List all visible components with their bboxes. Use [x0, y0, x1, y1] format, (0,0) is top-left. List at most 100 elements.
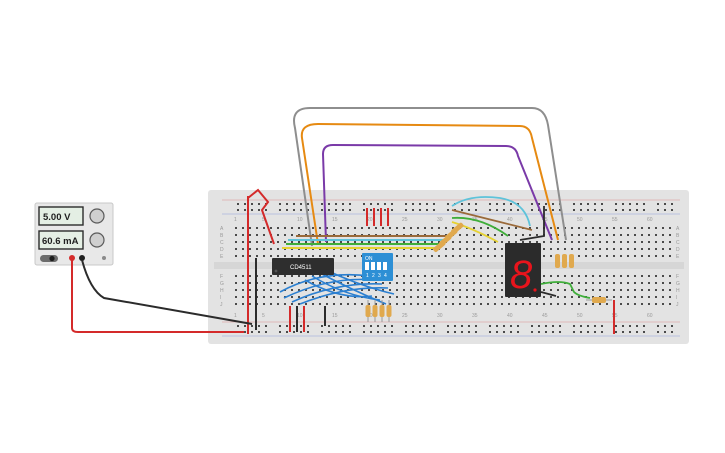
breadboard-hole[interactable] — [557, 248, 559, 250]
breadboard-hole[interactable] — [377, 209, 379, 211]
breadboard-hole[interactable] — [370, 325, 372, 327]
breadboard-hole[interactable] — [426, 325, 428, 327]
breadboard-hole[interactable] — [459, 303, 461, 305]
breadboard-hole[interactable] — [487, 248, 489, 250]
terminal-ground[interactable] — [102, 256, 106, 260]
breadboard-hole[interactable] — [606, 275, 608, 277]
breadboard-hole[interactable] — [473, 282, 475, 284]
breadboard-hole[interactable] — [620, 282, 622, 284]
breadboard-hole[interactable] — [620, 289, 622, 291]
breadboard-hole[interactable] — [468, 209, 470, 211]
breadboard-hole[interactable] — [641, 275, 643, 277]
breadboard-hole[interactable] — [242, 241, 244, 243]
breadboard-hole[interactable] — [571, 234, 573, 236]
breadboard-hole[interactable] — [284, 303, 286, 305]
breadboard-hole[interactable] — [585, 289, 587, 291]
breadboard-hole[interactable] — [235, 234, 237, 236]
breadboard-hole[interactable] — [496, 331, 498, 333]
breadboard-hole[interactable] — [559, 209, 561, 211]
breadboard-hole[interactable] — [284, 275, 286, 277]
breadboard-hole[interactable] — [571, 227, 573, 229]
breadboard-hole[interactable] — [433, 331, 435, 333]
breadboard-hole[interactable] — [235, 303, 237, 305]
breadboard-hole[interactable] — [473, 241, 475, 243]
breadboard-hole[interactable] — [461, 203, 463, 205]
breadboard-hole[interactable] — [382, 296, 384, 298]
breadboard-hole[interactable] — [256, 241, 258, 243]
breadboard-hole[interactable] — [494, 303, 496, 305]
breadboard-hole[interactable] — [249, 241, 251, 243]
breadboard-hole[interactable] — [326, 227, 328, 229]
breadboard-hole[interactable] — [452, 241, 454, 243]
breadboard-hole[interactable] — [487, 282, 489, 284]
breadboard-hole[interactable] — [657, 203, 659, 205]
breadboard-hole[interactable] — [319, 282, 321, 284]
breadboard-hole[interactable] — [466, 303, 468, 305]
breadboard-hole[interactable] — [501, 255, 503, 257]
breadboard-hole[interactable] — [573, 325, 575, 327]
breadboard-hole[interactable] — [501, 296, 503, 298]
breadboard-hole[interactable] — [454, 325, 456, 327]
breadboard-hole[interactable] — [529, 303, 531, 305]
breadboard-hole[interactable] — [552, 325, 554, 327]
breadboard-hole[interactable] — [475, 325, 477, 327]
breadboard-hole[interactable] — [340, 296, 342, 298]
breadboard-hole[interactable] — [594, 203, 596, 205]
breadboard-hole[interactable] — [648, 303, 650, 305]
breadboard-hole[interactable] — [529, 234, 531, 236]
breadboard-hole[interactable] — [529, 227, 531, 229]
breadboard-hole[interactable] — [447, 331, 449, 333]
breadboard-hole[interactable] — [431, 227, 433, 229]
breadboard-hole[interactable] — [641, 303, 643, 305]
breadboard-hole[interactable] — [284, 227, 286, 229]
breadboard-hole[interactable] — [531, 209, 533, 211]
breadboard-hole[interactable] — [606, 303, 608, 305]
breadboard-hole[interactable] — [601, 203, 603, 205]
breadboard-hole[interactable] — [445, 289, 447, 291]
breadboard-hole[interactable] — [592, 303, 594, 305]
breadboard-hole[interactable] — [403, 303, 405, 305]
breadboard-hole[interactable] — [270, 255, 272, 257]
breadboard-hole[interactable] — [258, 331, 260, 333]
breadboard-hole[interactable] — [375, 303, 377, 305]
breadboard-hole[interactable] — [503, 325, 505, 327]
breadboard-hole[interactable] — [571, 303, 573, 305]
breadboard-hole[interactable] — [531, 331, 533, 333]
breadboard-hole[interactable] — [669, 248, 671, 250]
breadboard-hole[interactable] — [335, 209, 337, 211]
breadboard-hole[interactable] — [489, 325, 491, 327]
breadboard-hole[interactable] — [508, 241, 510, 243]
breadboard-hole[interactable] — [291, 275, 293, 277]
breadboard-hole[interactable] — [263, 255, 265, 257]
breadboard-hole[interactable] — [587, 331, 589, 333]
breadboard-hole[interactable] — [405, 325, 407, 327]
breadboard-hole[interactable] — [606, 248, 608, 250]
breadboard-hole[interactable] — [510, 325, 512, 327]
breadboard-hole[interactable] — [326, 296, 328, 298]
breadboard-hole[interactable] — [237, 209, 239, 211]
breadboard-hole[interactable] — [517, 209, 519, 211]
breadboard-hole[interactable] — [368, 282, 370, 284]
breadboard-hole[interactable] — [382, 303, 384, 305]
breadboard-hole[interactable] — [557, 241, 559, 243]
breadboard-hole[interactable] — [622, 209, 624, 211]
breadboard-hole[interactable] — [641, 248, 643, 250]
breadboard-hole[interactable] — [410, 282, 412, 284]
breadboard-hole[interactable] — [375, 282, 377, 284]
breadboard-hole[interactable] — [662, 303, 664, 305]
breadboard-hole[interactable] — [634, 303, 636, 305]
breadboard-hole[interactable] — [445, 303, 447, 305]
breadboard-hole[interactable] — [613, 275, 615, 277]
breadboard-hole[interactable] — [599, 282, 601, 284]
breadboard-hole[interactable] — [585, 248, 587, 250]
wire-red-zigzag[interactable] — [247, 188, 275, 245]
breadboard-hole[interactable] — [466, 275, 468, 277]
breadboard-hole[interactable] — [466, 234, 468, 236]
breadboard-hole[interactable] — [557, 282, 559, 284]
breadboard-hole[interactable] — [389, 303, 391, 305]
breadboard-hole[interactable] — [391, 209, 393, 211]
breadboard-hole[interactable] — [662, 234, 664, 236]
breadboard-hole[interactable] — [606, 282, 608, 284]
resistor-bottom-right[interactable] — [586, 297, 612, 303]
breadboard-hole[interactable] — [447, 209, 449, 211]
